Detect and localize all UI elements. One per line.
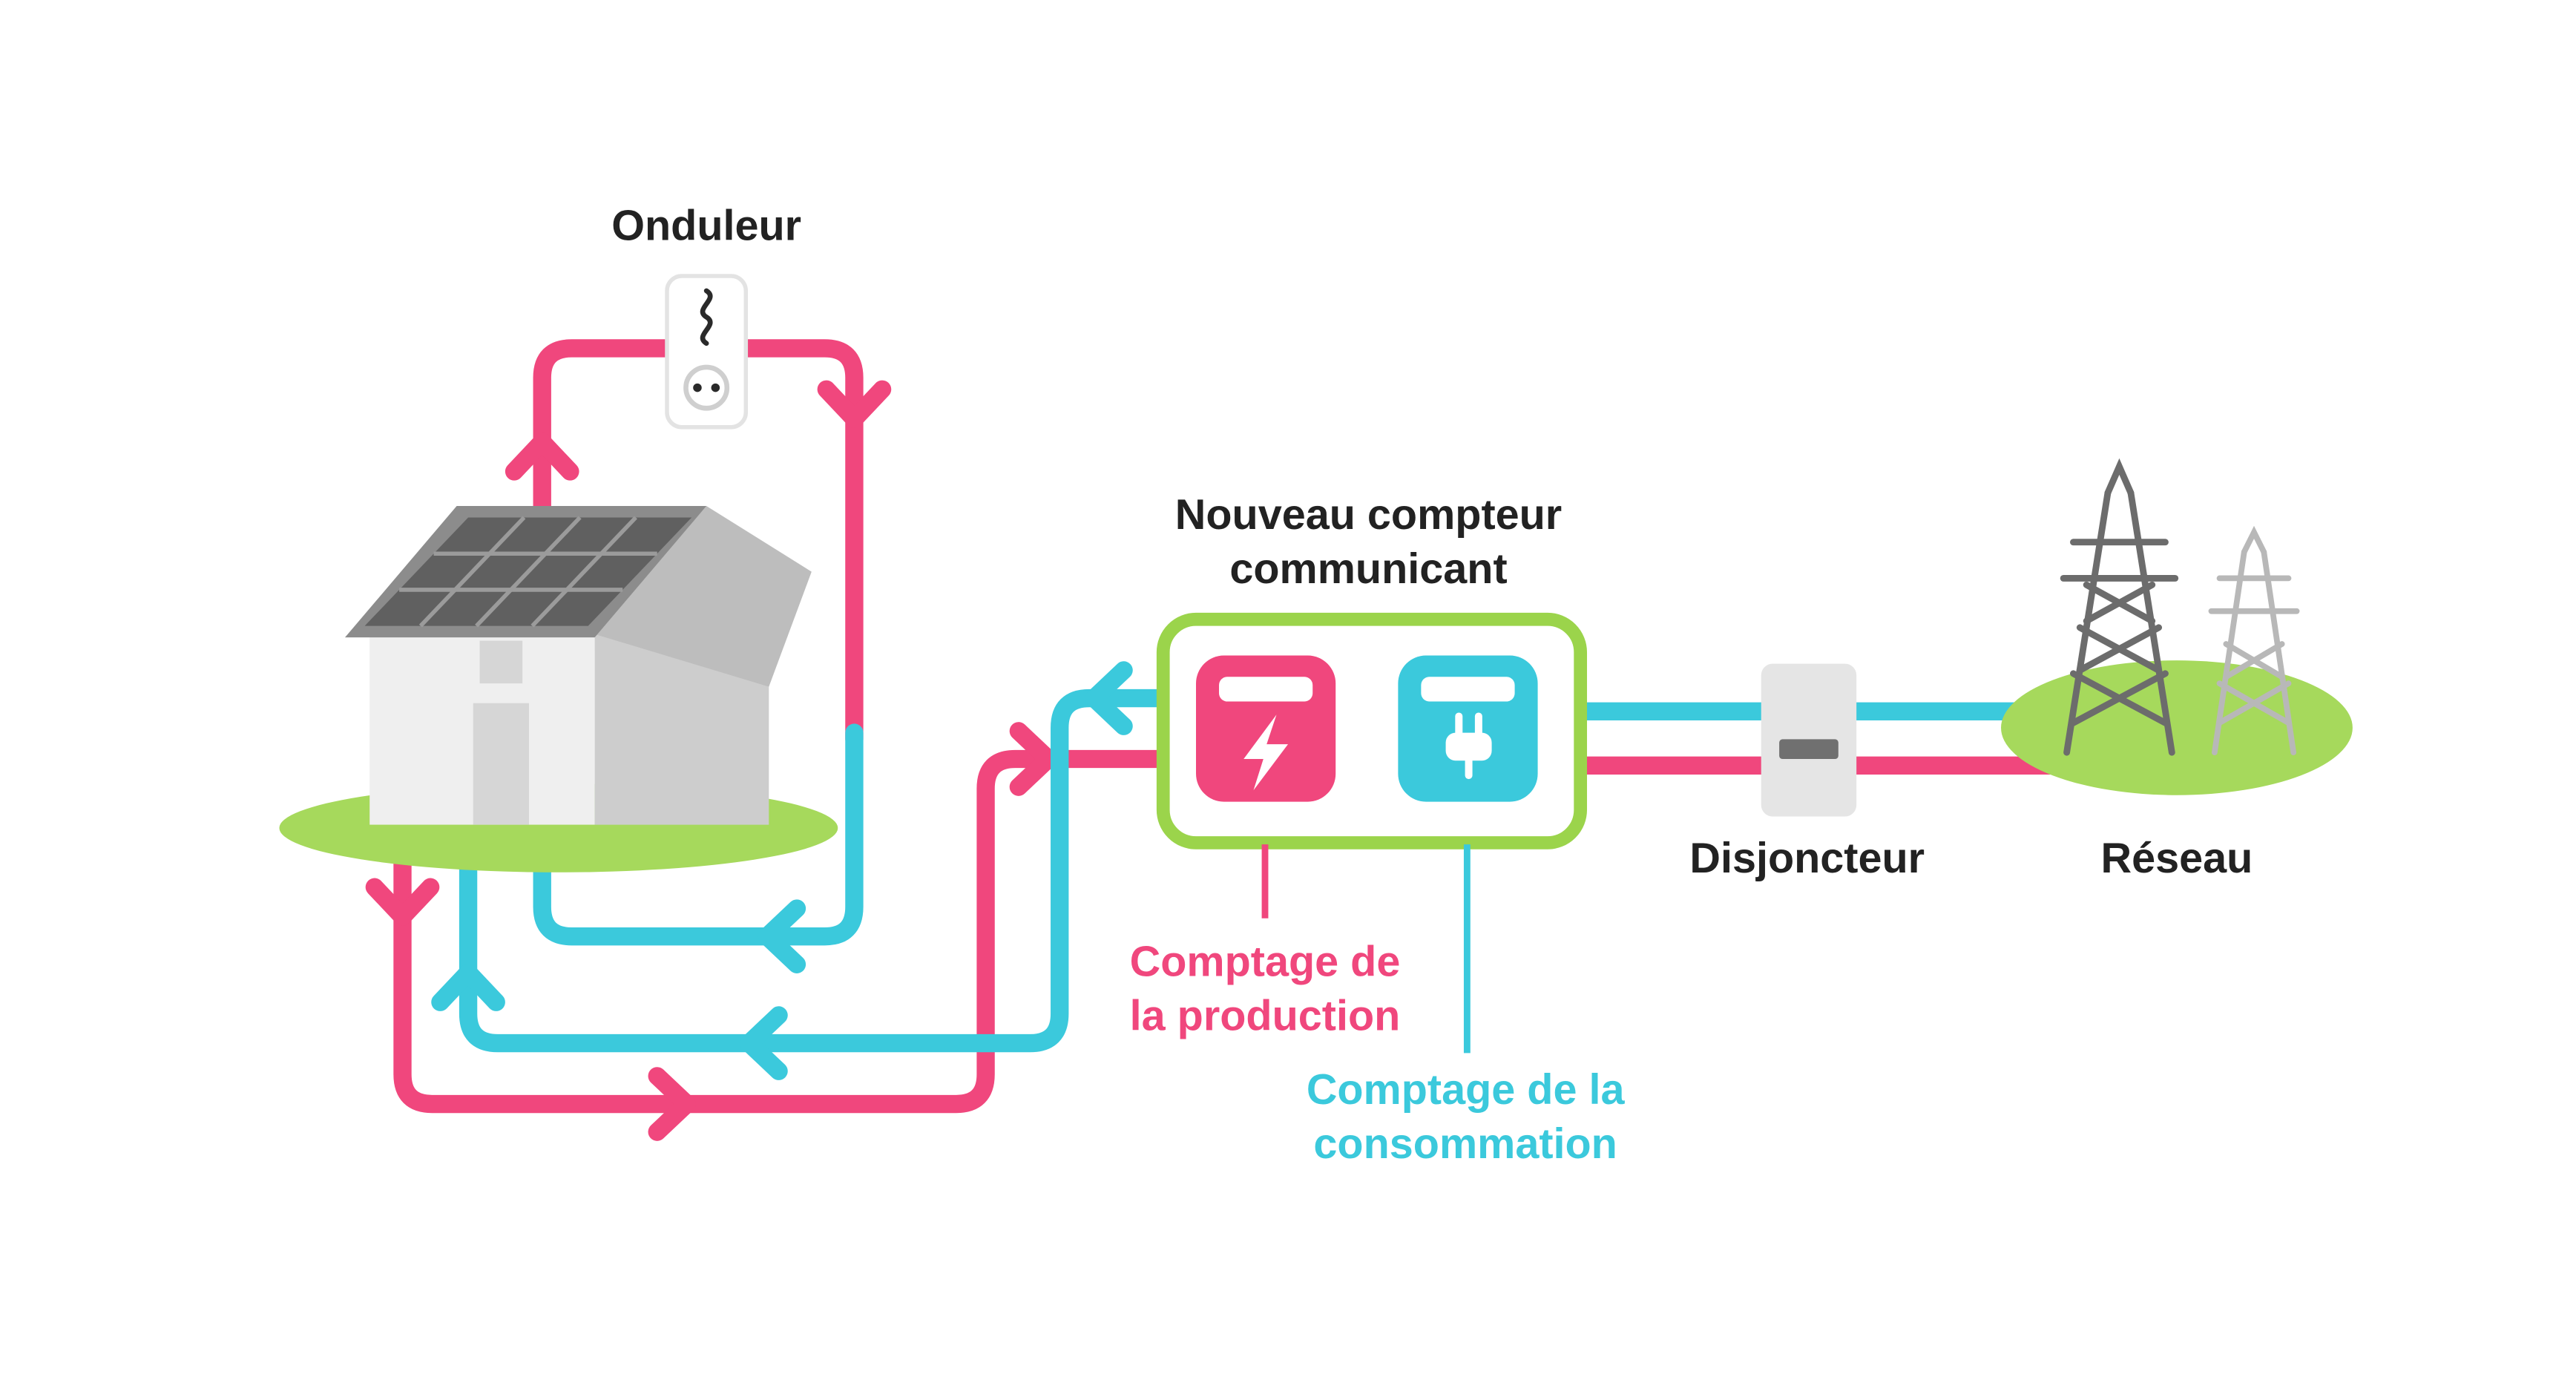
circuit-breaker-icon	[1761, 663, 1857, 817]
smart-meter-box	[1156, 612, 1588, 1054]
consumption-meter-display	[1421, 677, 1515, 702]
breaker-switch	[1779, 739, 1839, 760]
lightning-bolt-icon	[1243, 714, 1289, 791]
consumption-line-meter-to-house	[459, 688, 1179, 1053]
solar-panel-grid-lines	[399, 516, 657, 628]
consumption-arrow-up-icon	[431, 963, 505, 1011]
production-counting-label: Comptage de la production	[1129, 936, 1401, 1040]
production-meter-display	[1219, 677, 1313, 702]
house-with-solar-panels-icon	[345, 506, 812, 825]
house-door	[473, 703, 530, 825]
production-arrow-right-bottom-icon	[648, 1067, 696, 1141]
production-arrow-up-icon	[505, 433, 579, 481]
production-meter-icon	[1196, 655, 1336, 802]
production-arrow-down-icon	[817, 380, 892, 428]
production-arrow-right-meter-icon	[1009, 722, 1057, 796]
house-side-wall	[594, 629, 769, 825]
inverter-box	[665, 274, 749, 430]
inverter-label: Onduleur	[611, 200, 802, 250]
consumption-arrow-left-upper-icon	[758, 899, 806, 973]
grid-label: Réseau	[2100, 832, 2253, 883]
production-line-house-to-meter	[393, 749, 1179, 1114]
consumption-arrow-left-meter-icon	[1085, 661, 1133, 735]
house-window	[479, 640, 523, 684]
consumption-flow-lines	[431, 661, 2063, 1080]
house-side-roof	[594, 506, 812, 687]
consumption-meter-icon	[1398, 655, 1538, 802]
breaker-label: Disjoncteur	[1689, 832, 1925, 883]
consumption-arrow-left-bottom-icon	[740, 1006, 788, 1080]
consumption-line-inverter-to-house	[533, 723, 864, 946]
consumption-counting-label: Comptage de la consommation	[1306, 1064, 1625, 1168]
pylon-small-icon	[2208, 525, 2300, 756]
production-arrow-down-left-icon	[365, 878, 440, 926]
outlet-icon	[683, 364, 730, 411]
ac-wave-icon	[700, 288, 713, 346]
smart-meter-label: Nouveau compteur communicant	[1174, 489, 1563, 593]
plug-icon	[1445, 712, 1492, 780]
pylon-large-icon	[2060, 458, 2179, 756]
ground-ellipse-grid	[2001, 660, 2353, 795]
